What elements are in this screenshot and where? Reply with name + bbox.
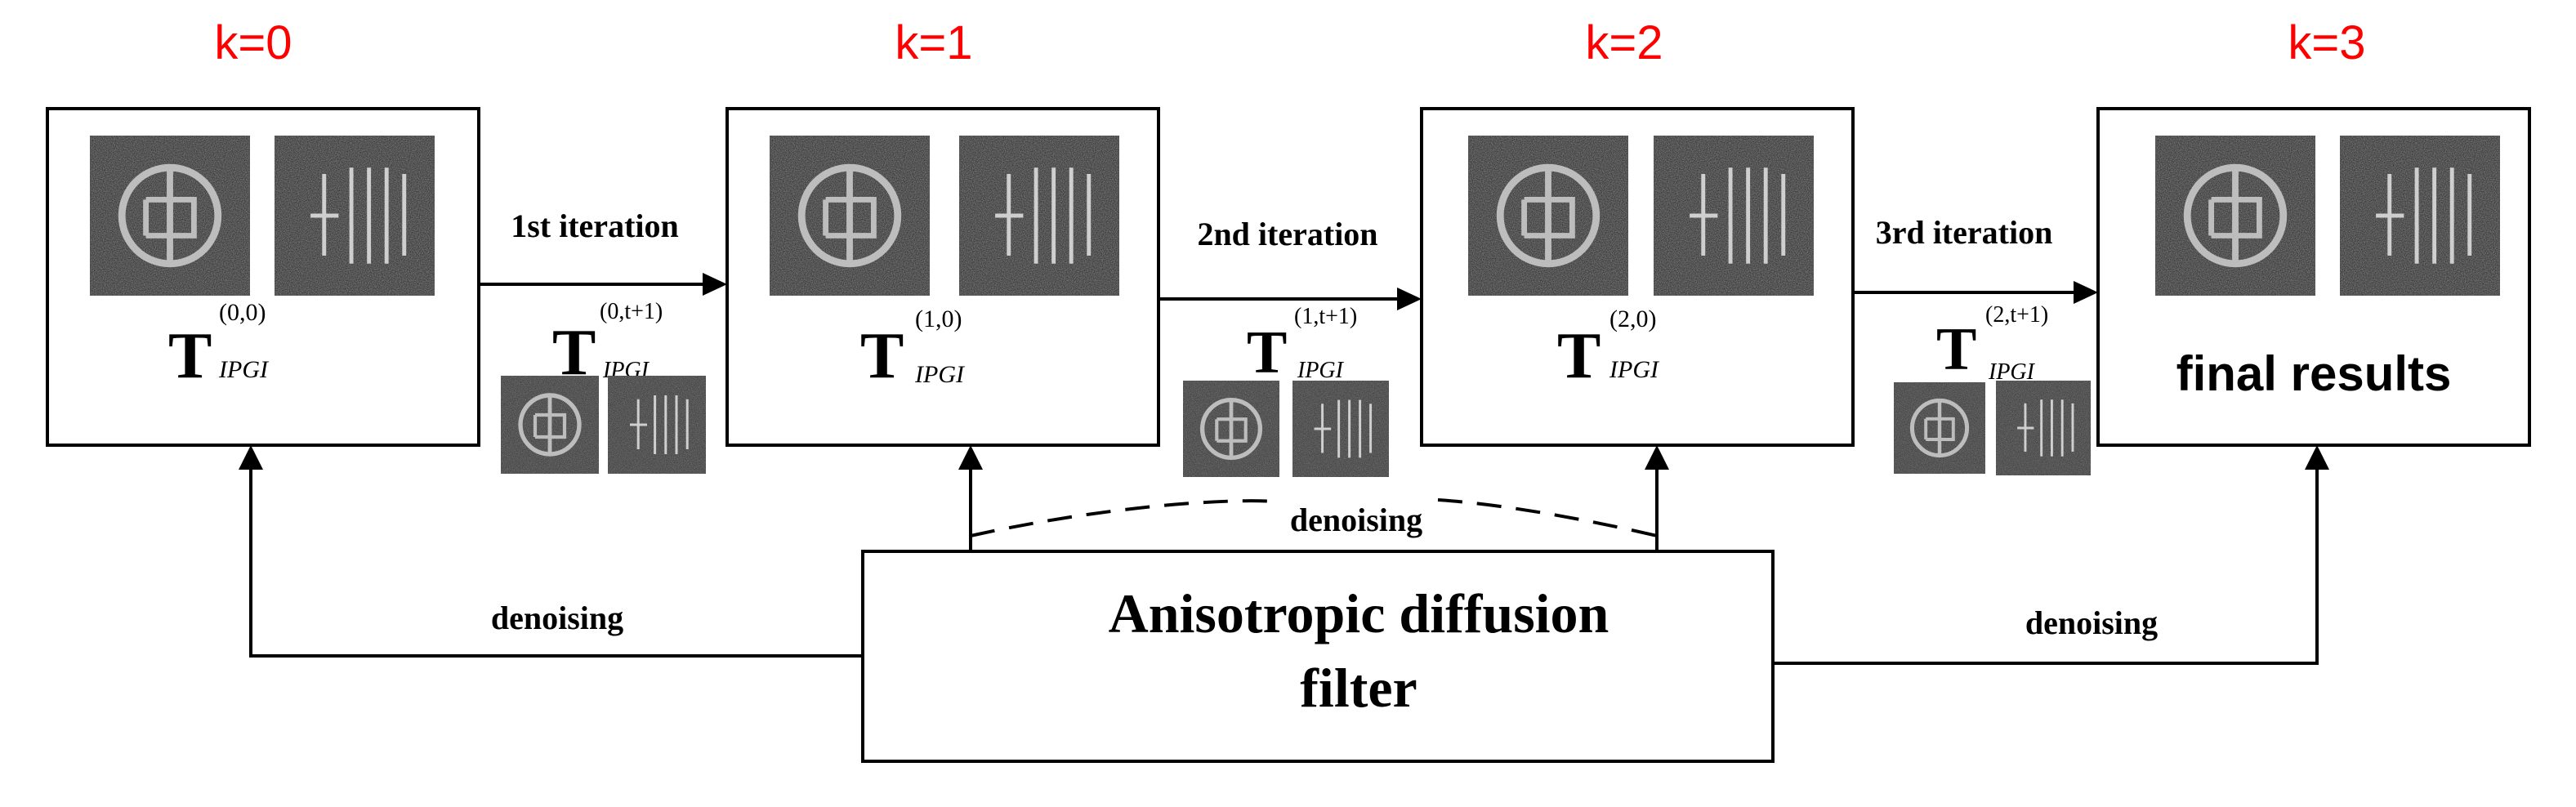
svg-text:IPGI: IPGI [1297, 358, 1345, 383]
arrowhead-up-2 [1645, 445, 1669, 470]
denoising-connector-left [249, 464, 863, 658]
filter-label-line1: Anisotropic diffusion [1109, 582, 1609, 644]
edge-t-label-3: T (2,t+1) IPGI [1936, 302, 2048, 385]
svg-text:(0,t+1): (0,t+1) [600, 299, 663, 324]
denoising-label-left: denoising [491, 600, 623, 636]
final-results-label: final results [2176, 346, 2452, 401]
k-label-3: k=3 [2288, 16, 2365, 69]
bars-image-1 [959, 136, 1119, 296]
arrowhead-1 [703, 273, 727, 296]
svg-text:T: T [168, 320, 212, 392]
svg-text:IPGI: IPGI [1609, 356, 1660, 383]
arrowhead-up-0 [239, 445, 263, 470]
edge-circle-thumb-3 [1894, 382, 1985, 474]
svg-text:IPGI: IPGI [1988, 359, 2036, 385]
k-label-0: k=0 [214, 16, 292, 69]
t-label-1: T (1,0) IPGI [860, 305, 966, 392]
edge-bars-thumb-2 [1292, 381, 1389, 477]
svg-text:(2,t+1): (2,t+1) [1985, 302, 2048, 328]
edge-circle-thumb-2 [1183, 381, 1279, 477]
bars-image-0 [275, 136, 435, 296]
arrowhead-up-3 [2305, 445, 2329, 470]
arrowhead-2 [1397, 288, 1422, 310]
arrowhead-3 [2074, 281, 2098, 304]
edge-bars-thumb-3 [1996, 381, 2091, 475]
svg-text:T: T [1557, 320, 1601, 392]
arrowhead-up-1 [958, 445, 983, 470]
svg-text:(1,0): (1,0) [915, 305, 962, 332]
edge-t-label-1: T (0,t+1) IPGI [552, 299, 663, 389]
svg-text:(0,0): (0,0) [219, 299, 266, 326]
svg-text:IPGI: IPGI [914, 361, 966, 388]
t-label-0: T (0,0) IPGI [168, 299, 270, 392]
edge-t-label-2: T (1,t+1) IPGI [1247, 304, 1357, 386]
filter-label-line2: filter [1300, 657, 1417, 719]
circle-image-0 [90, 136, 250, 296]
k-label-2: k=2 [1585, 16, 1663, 69]
denoising-connector-right [1773, 464, 2319, 665]
svg-text:T: T [860, 320, 904, 392]
denoising-label-middle: denoising [1290, 502, 1422, 538]
bars-image-2 [1654, 136, 1814, 296]
k-label-1: k=1 [895, 16, 972, 69]
svg-text:T: T [1247, 319, 1287, 386]
circle-image-2 [1468, 136, 1628, 296]
denoising-label-right: denoising [2025, 604, 2158, 641]
circle-image-1 [770, 136, 930, 296]
iteration-label-1: 1st iteration [511, 207, 679, 244]
filter-box [861, 550, 1775, 763]
iteration-label-2: 2nd iteration [1197, 216, 1377, 252]
t-label-2: T (2,0) IPGI [1557, 305, 1660, 392]
svg-text:IPGI: IPGI [218, 356, 270, 383]
svg-text:T: T [1936, 316, 1976, 383]
svg-text:(1,t+1): (1,t+1) [1294, 304, 1357, 329]
edge-bars-thumb-1 [608, 376, 706, 474]
bars-image-3 [2340, 136, 2500, 296]
edge-circle-thumb-1 [501, 376, 599, 474]
denoising-dashed-link [970, 498, 1658, 537]
circle-image-3 [2155, 136, 2315, 296]
iteration-label-3: 3rd iteration [1876, 214, 2053, 251]
svg-text:(2,0): (2,0) [1609, 305, 1656, 332]
